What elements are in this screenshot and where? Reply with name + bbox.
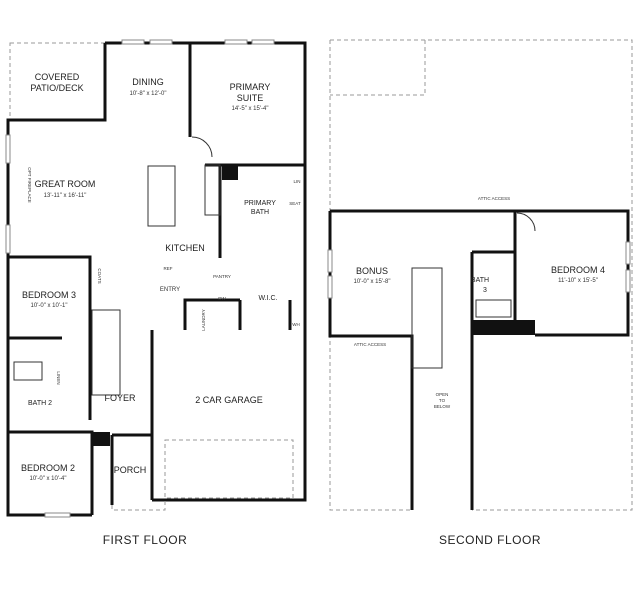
small-label: OPEN <box>436 392 449 397</box>
column-block <box>92 432 110 446</box>
bathtub <box>475 299 512 318</box>
small-label: OPT FIREPLACE <box>27 167 32 202</box>
room-dims: 10'-8" x 12'-0" <box>130 91 167 97</box>
first-floor-caption: FIRST FLOOR <box>103 533 188 547</box>
small-label: COATS <box>97 268 102 283</box>
room-label: 3 <box>483 287 487 294</box>
small-label: REF <box>164 266 173 271</box>
room-label: BATH <box>471 277 489 284</box>
small-label: ENTRY <box>160 287 180 293</box>
room-label: BATH 2 <box>28 400 52 407</box>
room-dims: 10'-0" x 15'-8" <box>354 279 391 285</box>
second-floor-plan: BONUS 10'-0" x 15'-8" BEDROOM 4 11'-10" … <box>327 39 633 547</box>
room-label: PRIMARY <box>230 82 271 92</box>
window <box>5 224 11 254</box>
room-label: BATH <box>251 209 269 216</box>
small-label: PANTRY <box>213 274 231 279</box>
room-label: FOYER <box>104 393 136 403</box>
second-floor-walls <box>328 209 630 510</box>
room-dims: 10'-0" x 10'-1" <box>31 303 68 309</box>
window <box>149 39 173 45</box>
porch-outline <box>111 500 166 511</box>
stair <box>411 267 443 369</box>
room-dims: 13'-11" x 16'-11" <box>44 193 87 199</box>
small-label: LIN <box>293 179 300 184</box>
small-label: SEAT <box>289 201 301 206</box>
small-label: LAUNDRY <box>201 309 206 330</box>
patio-outline <box>9 42 106 122</box>
small-label: WH <box>292 322 300 327</box>
window <box>44 512 71 518</box>
room-label: DINING <box>132 77 164 87</box>
room-label: KITCHEN <box>165 243 205 253</box>
garage-door-outline <box>164 439 294 499</box>
second-floor-caption: SECOND FLOOR <box>439 533 541 547</box>
window <box>625 269 631 293</box>
room-label: BEDROOM 4 <box>551 265 605 275</box>
window <box>251 39 275 45</box>
roof-outline <box>329 39 633 511</box>
room-label: SUITE <box>237 93 264 103</box>
door-swing <box>191 136 213 158</box>
small-label: BELOW <box>434 404 451 409</box>
room-label: W.I.C. <box>258 295 277 302</box>
range <box>204 164 221 216</box>
room-dims: 10'-0" x 10'-4" <box>30 476 67 482</box>
bathtub <box>13 361 43 381</box>
small-label: TO <box>439 398 446 403</box>
room-label: PORCH <box>114 465 147 475</box>
window <box>625 241 631 265</box>
room-dims: 14'-5" x 15'-4" <box>232 106 269 112</box>
room-label: BEDROOM 2 <box>21 463 75 473</box>
window <box>121 39 145 45</box>
window <box>5 134 11 164</box>
room-label: 2 CAR GARAGE <box>195 395 263 405</box>
window <box>327 249 333 273</box>
room-label: GREAT ROOM <box>35 179 96 189</box>
kitchen-island <box>147 165 176 227</box>
small-label: ATTIC ACCESS <box>478 196 510 201</box>
first-floor-plan: COVERED PATIO/DECK DINING 10'-8" x 12'-0… <box>5 39 307 547</box>
small-label: ATTIC ACCESS <box>354 342 386 347</box>
window <box>327 275 333 299</box>
room-label: BEDROOM 3 <box>22 290 76 300</box>
door-swing <box>516 212 536 232</box>
column-block-2 <box>222 165 238 180</box>
small-label: LINEN <box>56 371 61 384</box>
wall-block <box>472 320 535 335</box>
exterior-walls <box>6 41 307 517</box>
room-dims: 11'-10" x 15'-5" <box>558 278 598 284</box>
room-label: COVERED <box>35 72 80 82</box>
small-label: DW <box>218 296 226 301</box>
room-label: PRIMARY <box>244 200 276 207</box>
room-label: PATIO/DECK <box>30 83 83 93</box>
stair <box>91 309 121 396</box>
room-label: BONUS <box>356 266 388 276</box>
window <box>224 39 248 45</box>
